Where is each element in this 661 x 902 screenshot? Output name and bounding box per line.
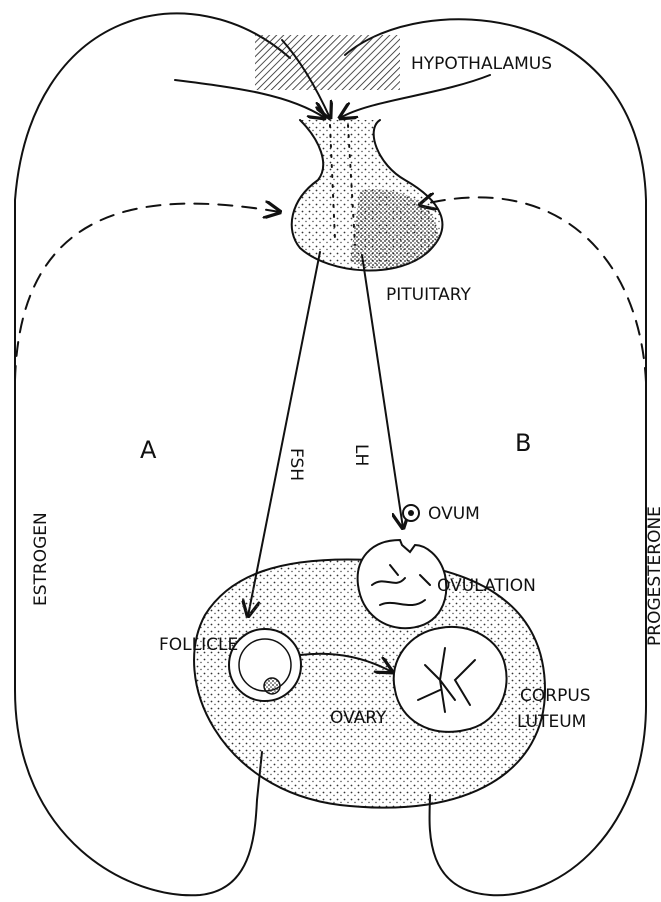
- corpus-luteum-label-line1: CORPUS: [520, 686, 591, 706]
- corpus-luteum-label-line2: LUTEUM: [517, 712, 586, 732]
- ovum-icon-core: [408, 510, 414, 516]
- follicle-ovum: [264, 678, 280, 694]
- hypothalamus-region: [255, 35, 400, 90]
- ovum-label: OVUM: [428, 504, 480, 524]
- ovary-label: OVARY: [330, 708, 387, 728]
- progesterone-label: PROGESTERONE: [645, 506, 661, 646]
- fsh-label: FSH: [286, 448, 306, 481]
- estrogen-to-pituitary-dashed-arrow: [15, 204, 280, 380]
- pituitary-label: PITUITARY: [386, 285, 472, 305]
- corpus-luteum: [394, 627, 507, 732]
- ovulation-site: [358, 540, 447, 628]
- hypothalamus-label: HYPOTHALAMUS: [411, 54, 552, 74]
- lh-label: LH: [351, 444, 371, 466]
- follicle-label: FOLLICLE: [159, 635, 238, 655]
- ovulation-label: OVULATION: [437, 576, 536, 596]
- region-b-label: B: [515, 429, 531, 457]
- estrogen-label: ESTROGEN: [31, 512, 51, 606]
- region-a-label: A: [140, 436, 157, 464]
